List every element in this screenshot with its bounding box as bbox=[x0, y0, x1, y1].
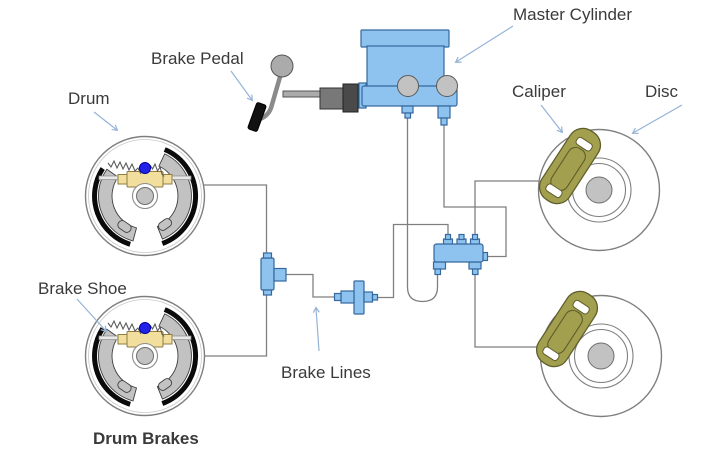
outlet-nub-right bbox=[440, 117, 448, 126]
pushrod-boot bbox=[342, 83, 359, 113]
drum-brake-upper bbox=[86, 137, 205, 256]
line-tee-to-rear-drum bbox=[202, 294, 268, 357]
line-valve-to-upper-caliper bbox=[474, 180, 543, 235]
brake-lines bbox=[202, 118, 543, 357]
label-brake-lines: Brake Lines bbox=[281, 363, 371, 382]
arrow-to-drum bbox=[93, 111, 117, 130]
combination-valve bbox=[432, 233, 489, 276]
line-master-right-to-valve bbox=[443, 125, 507, 258]
inline-union-fitting bbox=[333, 280, 379, 315]
label-disc: Disc bbox=[645, 82, 679, 101]
arrow-to-master-cylinder bbox=[456, 25, 514, 62]
tee-fitting bbox=[260, 252, 287, 296]
pushrod-sleeve bbox=[319, 87, 344, 110]
outlet-port-right bbox=[437, 105, 451, 119]
arrow-to-caliper bbox=[540, 104, 562, 132]
line-master-left-to-valve bbox=[406, 118, 439, 303]
line-union-to-valve bbox=[377, 223, 449, 299]
annotation-arrows bbox=[76, 25, 683, 352]
label-brake-shoe: Brake Shoe bbox=[38, 279, 127, 298]
outlet-port-left bbox=[401, 105, 414, 114]
label-drum: Drum bbox=[68, 89, 110, 108]
line-tee-to-union bbox=[286, 273, 335, 298]
filler-cap-right bbox=[436, 75, 458, 97]
arrow-to-disc bbox=[633, 104, 683, 133]
filler-cap-left bbox=[397, 75, 419, 97]
arrow-to-brake-shoe bbox=[76, 298, 106, 331]
label-master-cylinder: Master Cylinder bbox=[513, 5, 632, 24]
line-valve-to-lower-caliper bbox=[474, 275, 541, 348]
drum-brake-lower bbox=[86, 297, 205, 416]
arrow-to-brake-pedal bbox=[230, 70, 252, 100]
pedal-pivot bbox=[270, 54, 294, 78]
labels: Master Cylinder Brake Pedal Drum Caliper… bbox=[38, 5, 679, 448]
caption-drum-brakes: Drum Brakes bbox=[93, 429, 199, 448]
master-cylinder bbox=[358, 29, 458, 126]
disc-brake-upper bbox=[533, 121, 661, 252]
outlet-nub-left bbox=[404, 112, 412, 119]
label-caliper: Caliper bbox=[512, 82, 566, 101]
reservoir-lid bbox=[360, 29, 450, 48]
line-front-drum-to-tee bbox=[203, 184, 268, 254]
label-brake-pedal: Brake Pedal bbox=[151, 49, 244, 68]
pedal-rod bbox=[282, 90, 324, 98]
brake-pedal bbox=[247, 54, 359, 132]
disc-brake-lower bbox=[530, 284, 663, 418]
arrow-to-brake-lines bbox=[316, 308, 319, 352]
pedal-pad bbox=[247, 102, 267, 132]
